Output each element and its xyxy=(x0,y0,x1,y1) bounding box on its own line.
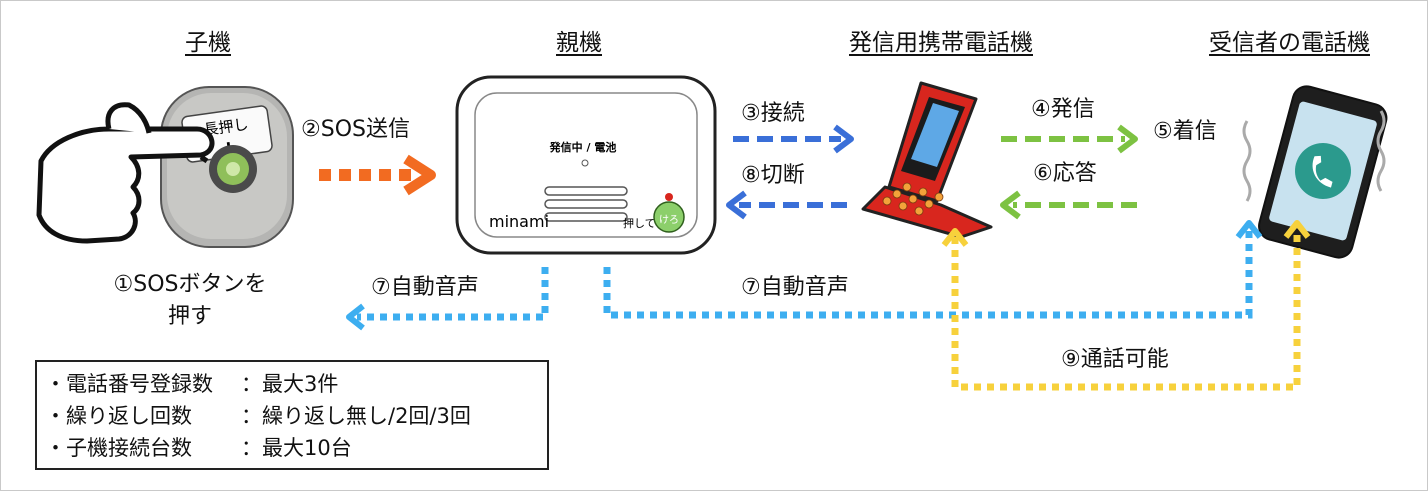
spec-key: ・子機接続台数 xyxy=(45,436,192,460)
step-3-label: ③接続 xyxy=(741,101,805,126)
spec-value: ：最大10台 xyxy=(241,436,352,460)
arrow-connect xyxy=(733,124,854,154)
spec-box: ・電話番号登録数 ：最大3件 ・繰り返し回数 ：繰り返し無し/2回/3回 ・子機接続… xyxy=(35,360,549,470)
step-5-label: ⑤着信 xyxy=(1153,119,1217,144)
step-9-label: ⑨通話可能 xyxy=(1061,347,1169,372)
arrow-voice-to-receiver xyxy=(603,220,1263,319)
arrow-dial xyxy=(1001,124,1138,154)
spec-value: ：最大3件 xyxy=(241,372,339,396)
flip-phone-icon xyxy=(861,81,993,239)
parent-push-text: 押して xyxy=(623,216,656,230)
step-7b-label: ⑦自動音声 xyxy=(741,275,849,300)
header-child: 子機 xyxy=(185,30,231,56)
header-caller-phone: 発信用携帯電話機 xyxy=(849,30,1033,56)
parent-device-illustration: 発信中 / 電池 minami 押して けろ xyxy=(455,75,717,255)
header-receiver-phone: 受信者の電話機 xyxy=(1209,30,1370,56)
frog-mascot-text: けろ xyxy=(659,214,679,226)
step-2-label: ②SOS送信 xyxy=(301,117,410,142)
arrow-answer xyxy=(1000,190,1137,220)
parent-status-text: 発信中 / 電池 xyxy=(549,140,617,154)
step-4-label: ④発信 xyxy=(1031,97,1095,122)
spec-row-child-count: ・子機接続台数 ：最大10台 xyxy=(45,432,539,464)
step-8-label: ⑧切断 xyxy=(741,163,805,188)
spec-row-phone-count: ・電話番号登録数 ：最大3件 xyxy=(45,368,539,400)
step-7a-label: ⑦自動音声 xyxy=(371,275,479,300)
arrow-disconnect xyxy=(726,190,847,220)
step-6-label: ⑥応答 xyxy=(1033,161,1097,186)
child-device-illustration: 長押し ⬇ xyxy=(160,86,294,248)
step-1-label: ①SOSボタンを押す xyxy=(113,272,267,329)
header-parent: 親機 xyxy=(556,30,602,56)
arrow-sos-send xyxy=(319,154,436,196)
arrow-voice-to-child xyxy=(346,267,549,331)
spec-key: ・繰り返し回数 xyxy=(45,404,192,428)
frog-mascot-icon xyxy=(653,201,685,233)
spec-row-repeat: ・繰り返し回数 ：繰り返し無し/2回/3回 xyxy=(45,400,539,432)
parent-brand-logo: minami xyxy=(489,212,549,231)
arrow-talk xyxy=(941,220,1311,391)
hand-icon xyxy=(36,102,215,244)
spec-key: ・電話番号登録数 xyxy=(45,372,213,396)
spec-value: ：繰り返し無し/2回/3回 xyxy=(241,404,471,428)
smartphone-icon xyxy=(1242,85,1388,259)
